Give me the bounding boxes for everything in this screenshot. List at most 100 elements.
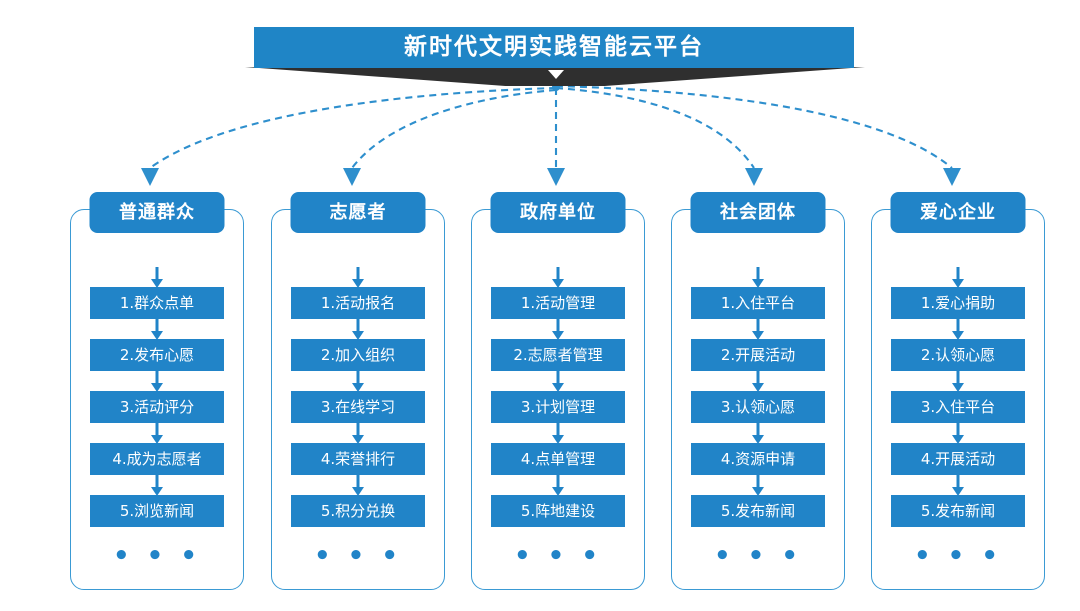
role-step-label: 2.发布心愿: [119, 345, 195, 364]
arrow-down-icon: [150, 423, 164, 443]
role-column: 政府单位 1.活动管理 2.志愿者管理 3.计划管理 4.点单管理 5.阵地建设 • • •: [471, 192, 645, 590]
role-step-label: 3.在线学习: [320, 397, 396, 416]
arrow-down-icon: [551, 267, 565, 287]
arrow-down-icon: [551, 319, 565, 339]
role-step-item[interactable]: 2.志愿者管理: [491, 339, 625, 371]
arrow-down-icon: [951, 371, 965, 391]
role-step-item[interactable]: 4.点单管理: [491, 443, 625, 475]
arrow-down-icon: [551, 371, 565, 391]
page-title: 新时代文明实践智能云平台: [404, 34, 704, 60]
role-column-header[interactable]: 政府单位: [490, 192, 626, 233]
role-step-item[interactable]: 3.入住平台: [891, 391, 1025, 423]
role-step-label: 5.发布新闻: [720, 501, 796, 520]
role-step-label: 1.活动管理: [520, 293, 596, 312]
role-step-item[interactable]: 1.入住平台: [691, 287, 825, 319]
role-step-label: 3.认领心愿: [720, 397, 796, 416]
arrow-down-icon: [551, 475, 565, 495]
arrow-down-icon: [351, 371, 365, 391]
arrow-down-icon: [551, 423, 565, 443]
arrow-down-icon: [150, 267, 164, 287]
arrow-down-icon: [751, 475, 765, 495]
role-step-item[interactable]: 5.浏览新闻: [90, 495, 224, 527]
role-step-item[interactable]: 4.成为志愿者: [90, 443, 224, 475]
arrow-down-icon: [351, 423, 365, 443]
more-items-ellipsis: • • •: [714, 541, 802, 571]
role-step-item[interactable]: 4.荣誉排行: [291, 443, 425, 475]
role-step-list: 1.活动管理 2.志愿者管理 3.计划管理 4.点单管理 5.阵地建设 • • •: [472, 267, 644, 569]
role-step-item[interactable]: 2.认领心愿: [891, 339, 1025, 371]
role-step-label: 5.阵地建设: [520, 501, 596, 520]
role-column-header[interactable]: 志愿者: [290, 192, 426, 233]
arrow-down-icon: [951, 475, 965, 495]
role-step-item[interactable]: 2.开展活动: [691, 339, 825, 371]
role-column: 社会团体 1.入住平台 2.开展活动 3.认领心愿 4.资源申请 5.发布新闻 • • •: [671, 192, 845, 590]
arrow-down-icon: [351, 475, 365, 495]
role-step-label: 2.加入组织: [320, 345, 396, 364]
platform-header-banner: 新时代文明实践智能云平台: [254, 27, 854, 68]
role-column: 普通群众 1.群众点单 2.发布心愿 3.活动评分 4.成为志愿者 5.浏览新闻 • • •: [70, 192, 244, 590]
role-step-label: 2.志愿者管理: [513, 345, 603, 364]
role-step-item[interactable]: 4.开展活动: [891, 443, 1025, 475]
role-column-title: 政府单位: [520, 201, 596, 223]
arrow-down-icon: [150, 475, 164, 495]
role-step-item[interactable]: 2.发布心愿: [90, 339, 224, 371]
more-items-ellipsis: • • •: [113, 541, 201, 571]
role-step-label: 1.入住平台: [720, 293, 796, 312]
role-step-item[interactable]: 5.发布新闻: [891, 495, 1025, 527]
role-step-item[interactable]: 3.活动评分: [90, 391, 224, 423]
role-step-item[interactable]: 1.群众点单: [90, 287, 224, 319]
arrow-down-icon: [351, 267, 365, 287]
role-column-title: 社会团体: [720, 201, 796, 223]
role-step-item[interactable]: 5.积分兑换: [291, 495, 425, 527]
arrow-down-icon: [951, 319, 965, 339]
more-items-ellipsis: • • •: [514, 541, 602, 571]
role-step-label: 5.发布新闻: [920, 501, 996, 520]
role-step-label: 1.群众点单: [119, 293, 195, 312]
more-items-ellipsis: • • •: [314, 541, 402, 571]
arrow-down-icon: [751, 423, 765, 443]
role-step-label: 3.计划管理: [520, 397, 596, 416]
role-column-title: 志愿者: [329, 201, 387, 223]
role-column: 志愿者 1.活动报名 2.加入组织 3.在线学习 4.荣誉排行 5.积分兑换 • • •: [271, 192, 445, 590]
role-step-item[interactable]: 1.爱心捐助: [891, 287, 1025, 319]
role-column-header[interactable]: 社会团体: [690, 192, 826, 233]
role-step-item[interactable]: 3.在线学习: [291, 391, 425, 423]
role-step-item[interactable]: 5.阵地建设: [491, 495, 625, 527]
role-step-item[interactable]: 2.加入组织: [291, 339, 425, 371]
role-column-title: 普通群众: [119, 201, 195, 223]
role-step-label: 3.活动评分: [119, 397, 195, 416]
arrow-down-icon: [751, 267, 765, 287]
role-step-label: 2.开展活动: [720, 345, 796, 364]
role-step-list: 1.入住平台 2.开展活动 3.认领心愿 4.资源申请 5.发布新闻 • • •: [672, 267, 844, 569]
role-step-list: 1.活动报名 2.加入组织 3.在线学习 4.荣誉排行 5.积分兑换 • • •: [272, 267, 444, 569]
role-step-label: 1.爱心捐助: [920, 293, 996, 312]
arrow-down-icon: [751, 319, 765, 339]
arrow-down-icon: [150, 371, 164, 391]
role-step-list: 1.群众点单 2.发布心愿 3.活动评分 4.成为志愿者 5.浏览新闻 • • •: [71, 267, 243, 569]
role-step-item[interactable]: 5.发布新闻: [691, 495, 825, 527]
arrow-down-icon: [951, 267, 965, 287]
role-step-label: 3.入住平台: [920, 397, 996, 416]
role-step-label: 1.活动报名: [320, 293, 396, 312]
arrow-down-icon: [150, 319, 164, 339]
role-column-title: 爱心企业: [920, 201, 996, 223]
role-step-item[interactable]: 3.认领心愿: [691, 391, 825, 423]
role-step-item[interactable]: 1.活动报名: [291, 287, 425, 319]
role-step-label: 5.积分兑换: [320, 501, 396, 520]
role-step-label: 4.点单管理: [520, 449, 596, 468]
arrow-down-icon: [351, 319, 365, 339]
role-step-item[interactable]: 1.活动管理: [491, 287, 625, 319]
role-column-header[interactable]: 普通群众: [89, 192, 225, 233]
role-step-item[interactable]: 3.计划管理: [491, 391, 625, 423]
role-step-label: 2.认领心愿: [920, 345, 996, 364]
arrow-down-icon: [951, 423, 965, 443]
role-step-label: 4.荣誉排行: [320, 449, 396, 468]
chevron-down-icon: [548, 70, 564, 79]
role-column-header[interactable]: 爱心企业: [890, 192, 1026, 233]
role-step-label: 4.成为志愿者: [112, 449, 202, 468]
role-step-item[interactable]: 4.资源申请: [691, 443, 825, 475]
role-step-label: 4.资源申请: [720, 449, 796, 468]
role-step-label: 5.浏览新闻: [119, 501, 195, 520]
